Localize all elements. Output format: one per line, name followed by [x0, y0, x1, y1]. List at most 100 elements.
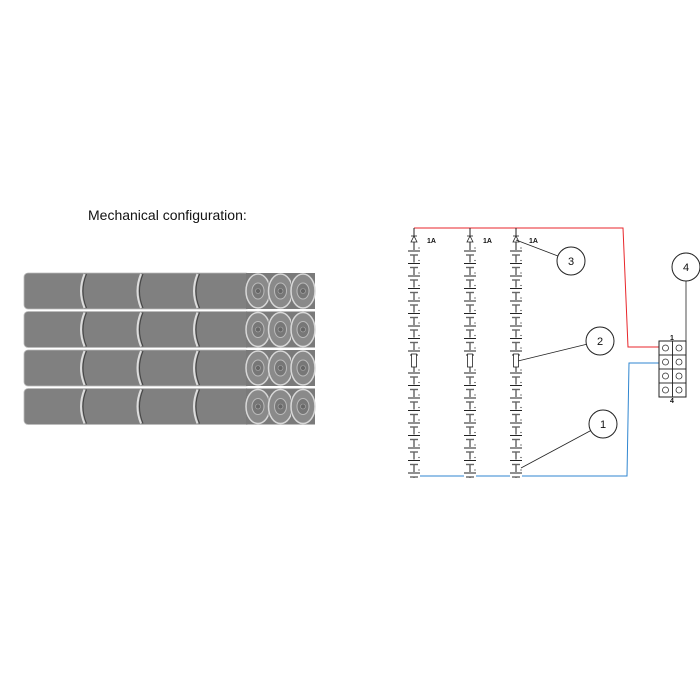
cell-plus-mark [418, 456, 420, 459]
cell-gap [464, 422, 476, 427]
cell-gap [510, 287, 522, 293]
end-cell-cap [255, 326, 261, 333]
cell-gap [510, 300, 522, 305]
cell-joint-shadow [195, 273, 200, 309]
cell-gap [510, 472, 522, 477]
end-cell-cap [277, 365, 284, 371]
callout-circle [585, 326, 615, 356]
cell-joint [136, 312, 142, 347]
end-cell-cap [255, 365, 261, 371]
cell-plus-mark [418, 444, 420, 446]
cell-plus-mark [418, 247, 420, 249]
cell-gap [464, 384, 476, 390]
cell-plus-mark [474, 334, 476, 337]
cell-joint [193, 389, 199, 424]
cell-gap [408, 372, 420, 377]
callout-number: 1 [600, 419, 606, 431]
terminal-screw-icon [675, 344, 683, 352]
end-cell-cap [277, 326, 284, 333]
end-cell-cap [300, 365, 306, 371]
cell-gap [464, 409, 476, 415]
end-cell-cap [277, 288, 284, 294]
cell-gap [510, 337, 522, 343]
callout-circle [671, 252, 700, 282]
end-cell-cap [255, 288, 261, 294]
terminal-screw-icon [675, 386, 683, 394]
cell-gap [510, 372, 522, 377]
cell-plus-mark [474, 469, 476, 471]
terminal-block: 14 [658, 335, 687, 405]
mechanical-configuration-heading: Mechanical configuration: [88, 207, 247, 223]
cell-plus-mark [520, 381, 522, 384]
cell-plus-mark [418, 284, 420, 287]
cell-plus-mark [520, 322, 522, 324]
cell-joint-shadow [195, 312, 200, 347]
cell-gap [464, 337, 476, 343]
cell-joint [193, 312, 199, 347]
cell-gap [464, 300, 476, 305]
cell-plus-mark [474, 369, 476, 371]
callout-4: 4 [671, 252, 700, 341]
cell-gap [408, 384, 420, 390]
cell-joint-shadow [195, 389, 200, 424]
cell-gap [408, 287, 420, 293]
cell-gap [464, 275, 476, 280]
cell-joint [193, 350, 199, 386]
resistor-icon [411, 353, 417, 368]
cell-plus-mark [520, 444, 522, 446]
cell-joint [193, 273, 199, 309]
cell-gap [464, 262, 476, 268]
end-cell-cap [300, 288, 306, 294]
cell-plus-mark [520, 247, 522, 249]
callout-circle [588, 409, 618, 439]
cell-plus-mark [418, 347, 420, 349]
cell-joint-shadow [82, 389, 87, 424]
cell-plus-mark [520, 334, 522, 337]
cell-plus-mark [418, 406, 420, 409]
cell-gap [408, 459, 420, 465]
cell-joint-shadow [139, 350, 144, 386]
cell-joint [136, 350, 142, 386]
cell-joint [80, 350, 86, 386]
cell-plus-mark [474, 322, 476, 324]
cell-plus-mark [474, 297, 476, 299]
diode-icon [466, 235, 474, 243]
cell-plus-mark [520, 284, 522, 287]
end-cell-cap [277, 403, 284, 410]
cell-plus-mark [474, 247, 476, 249]
cell-joint-shadow [195, 350, 200, 386]
battery-row [23, 311, 316, 348]
cell-plus-mark [418, 309, 420, 312]
cell-gap [408, 337, 420, 343]
cell-gap [510, 422, 522, 427]
cell-plus-mark [418, 259, 420, 262]
cell-plus-mark [520, 469, 522, 471]
diode-icon [410, 235, 418, 243]
terminal-screw-icon [662, 372, 669, 380]
cell-plus-mark [474, 394, 476, 396]
cell-plus-mark [418, 394, 420, 396]
cell-plus-mark [474, 381, 476, 384]
end-cell-cap [300, 326, 306, 333]
cell-plus-mark [520, 369, 522, 371]
battery-row [23, 349, 316, 387]
cell-plus-mark [418, 431, 420, 434]
terminal-screw-icon [675, 358, 683, 366]
cell-gap [464, 397, 476, 402]
cell-string: 1A [408, 228, 436, 478]
cell-gap [464, 434, 476, 440]
cell-gap [510, 250, 522, 255]
cell-gap [464, 250, 476, 255]
battery-row [23, 388, 316, 425]
cell-gap [510, 447, 522, 452]
cell-plus-mark [418, 381, 420, 384]
cell-joint [80, 312, 86, 347]
cell-gap [408, 447, 420, 452]
cell-gap [510, 409, 522, 415]
cell-plus-mark [418, 469, 420, 471]
callout-number: 4 [683, 262, 689, 274]
cell-gap [408, 422, 420, 427]
cell-gap [464, 459, 476, 465]
end-cell-cap [300, 403, 306, 410]
cell-plus-mark [474, 284, 476, 287]
